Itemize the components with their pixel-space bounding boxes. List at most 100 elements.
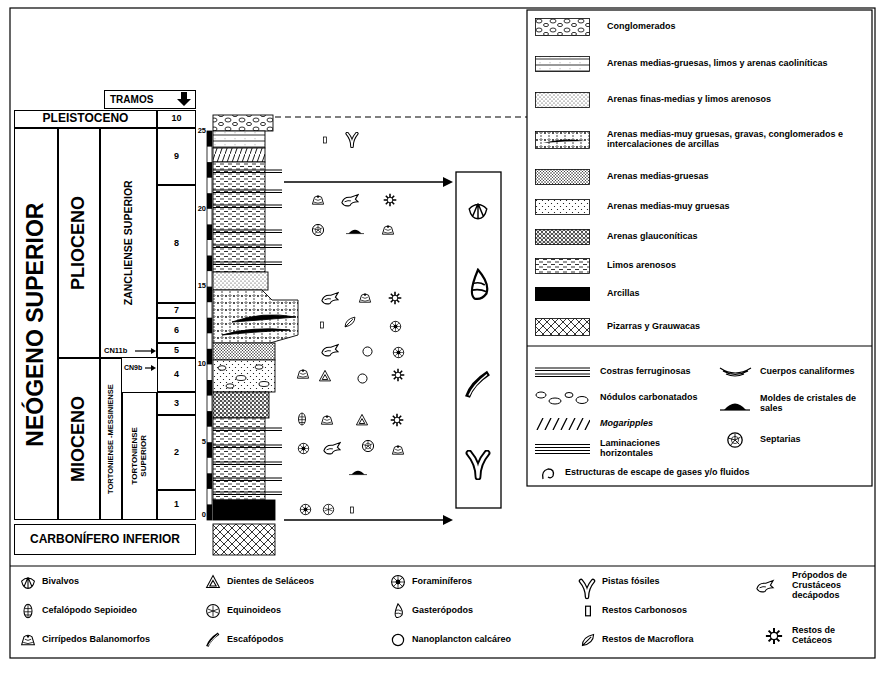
legend-swatch — [205, 574, 221, 590]
legend-swatch — [535, 287, 590, 301]
stratigraphic-cell: TORTONIENSE -MESSINIENSE — [100, 358, 122, 520]
fossil-occurrences-part — [390, 321, 400, 331]
pattern-swatch — [536, 170, 590, 185]
lithologic-column-part — [222, 329, 290, 335]
legend-swatch — [205, 632, 221, 648]
symbol-swatch — [757, 581, 773, 592]
legend-swatch — [205, 603, 221, 619]
fossil-occurrences-part — [299, 413, 306, 425]
unit-label: 3 — [174, 399, 179, 409]
ferruginous-crusts-part — [213, 428, 282, 495]
stratigraphic-cell: ZANCLIENSE SUPERIOR — [100, 128, 157, 358]
legend-swatch — [390, 603, 406, 619]
legend-text: Gasterópodos — [412, 606, 562, 616]
legend-text: Laminaciones horizontales — [600, 439, 700, 459]
legend-text: Restos de Macroflora — [602, 635, 727, 645]
lithologic-column-part — [226, 384, 234, 388]
legend-text: Arenas finas-medias y limos arenosos — [607, 95, 862, 105]
fossil-occurrences-part — [322, 345, 338, 356]
legend-text: Cirrípedos Balanomorfos — [42, 635, 192, 645]
symbol-swatch — [543, 469, 554, 479]
correlation-lines-part — [443, 177, 453, 187]
legend-text: Pistas fósiles — [602, 577, 727, 587]
fossil-occurrences-part — [391, 414, 404, 427]
legend-text: Arenas medias-gruesas, limos y arenas ca… — [607, 59, 862, 69]
lithologic-column-part — [218, 366, 226, 371]
symbol-swatch — [720, 404, 750, 411]
vertical-unit-label: PLIOCENO — [69, 133, 89, 353]
lithologic-column-part — [213, 131, 265, 148]
fossil-occurrences-part — [389, 292, 402, 305]
legend-text: Arcillas — [607, 289, 862, 299]
tramos-arrow — [177, 92, 191, 106]
legend-swatch — [580, 603, 596, 619]
legend-swatch — [540, 466, 556, 480]
lithologic-column-part — [232, 315, 296, 322]
pattern-swatch — [536, 230, 590, 245]
scale-bar — [207, 131, 212, 520]
correlation-lines-part — [443, 515, 453, 525]
legend-text: Equinoideos — [227, 606, 377, 616]
legend-text: Nódulos carbonatados — [600, 393, 700, 403]
stratigraphic-cell: 10 — [157, 110, 196, 128]
unit-label: 4 — [174, 370, 179, 380]
correlation-lines-part — [284, 181, 443, 182]
legend-swatch — [535, 443, 590, 455]
scale-bar-part — [207, 162, 212, 178]
stratigraphic-cell: PLEISTOCENO — [14, 110, 157, 128]
symbol-swatch — [586, 606, 591, 616]
vertical-unit-label: TORTONIENSE -MESSINIENSE — [107, 362, 115, 517]
legend-swatch — [535, 169, 590, 185]
scale-bar-part — [207, 224, 212, 240]
legend-swatch — [720, 397, 750, 411]
fossil-occurrences-part — [347, 134, 357, 147]
scale-number: 10 — [198, 360, 206, 368]
stratigraphic-cell: CARBONÍFERO INFERIOR — [14, 524, 196, 555]
symbol-swatch — [24, 604, 32, 618]
symbol-swatch — [581, 581, 593, 597]
unit-label: TRAMOS — [110, 94, 153, 105]
legend-text: Foraminíferos — [412, 577, 562, 587]
lithologic-column-part — [213, 500, 275, 520]
stratigraphic-cell: NEÓGENO SUPERIOR — [14, 128, 58, 520]
vertical-unit-label: ZANCLIENSE SUPERIOR — [123, 133, 135, 353]
legend-swatch — [20, 632, 36, 648]
pattern-swatch — [536, 200, 590, 215]
stratigraphic-cell: 2 — [157, 415, 196, 490]
fossil-range-box-part — [468, 373, 489, 397]
fossil-occurrences-part — [321, 322, 324, 328]
fossil-occurrences-part — [346, 230, 364, 234]
scale-bar-part — [207, 131, 212, 147]
legend-text: Costras ferruginosas — [600, 367, 700, 377]
frame-part — [527, 10, 872, 486]
biozone-arrows-part — [151, 348, 156, 354]
symbol-swatch — [22, 577, 35, 588]
symbol-swatch — [728, 433, 742, 447]
symbol-swatch — [766, 628, 782, 644]
legend-text: Pizarras y Grauwacas — [607, 322, 862, 332]
fossil-occurrences-part — [319, 370, 330, 381]
lithologic-column-part — [213, 272, 268, 290]
header-box: TRAMOS — [104, 90, 196, 109]
legend-swatch — [535, 390, 590, 406]
legend-text: Arenas glauconíticas — [607, 232, 862, 242]
scale-number: 0 — [202, 511, 206, 519]
scale-bar-part — [207, 473, 212, 489]
legend-text: Arenas medias-muy gruesas, gravas, congl… — [607, 130, 862, 150]
scale-bar-part — [207, 380, 212, 396]
legend-text: Cefalópodo Sepioideo — [42, 606, 192, 616]
fossil-occurrences-part — [323, 504, 333, 514]
legend-swatch — [535, 131, 590, 149]
legend-swatch — [535, 258, 590, 274]
legend-swatch — [535, 199, 590, 215]
biozone-label: CN9b — [124, 364, 142, 372]
legend-swatch — [535, 318, 590, 336]
frame-part — [10, 565, 875, 566]
tramos-arrow-part — [177, 92, 191, 106]
unit-label: 6 — [174, 326, 179, 336]
unit-label: PLEISTOCENO — [43, 112, 129, 125]
lithologic-column-part — [213, 392, 269, 418]
legend-text: Restos Carbonosos — [602, 606, 727, 616]
legend-text: Escafópodos — [227, 635, 377, 645]
scale-number: 20 — [198, 205, 206, 213]
